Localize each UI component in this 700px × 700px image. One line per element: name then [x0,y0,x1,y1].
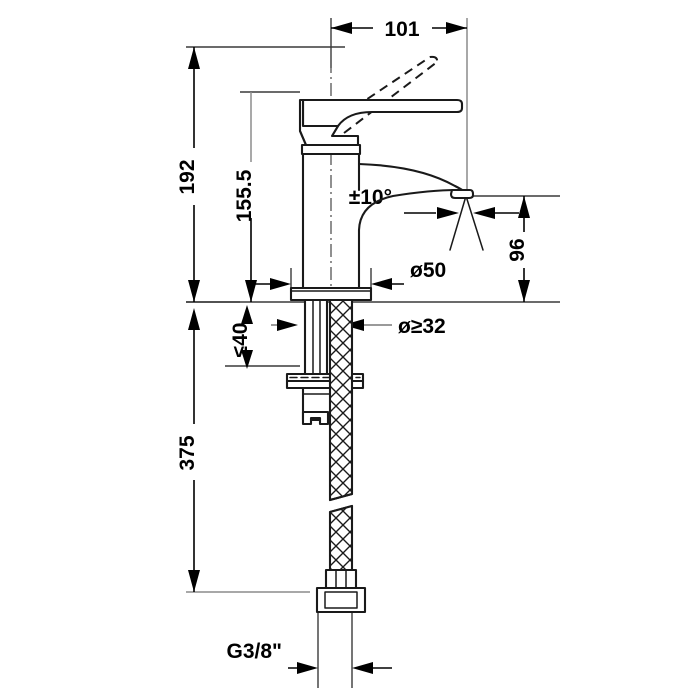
arrowhead-g38-right [352,662,373,674]
hidden-line-lever-lower [343,61,438,134]
dim-label-155-5: 155.5 [233,169,256,222]
arrowhead-96-top [518,196,530,218]
arrowhead-dia32-left [277,319,298,331]
dimension-max-40: ≤40 [229,305,253,369]
dimension-375: 375 [176,308,200,592]
connection-nut-g38 [315,586,367,614]
dimension-155-5: 155.5 [233,92,257,302]
arrowhead-angle-right [473,207,495,219]
dim-label-192: 192 [176,159,199,194]
arrowhead-192-top [188,47,200,69]
fixing-nut [301,386,335,426]
arrowhead-40-top [241,305,253,324]
arrowhead-155-bottom [245,280,257,302]
lever-handle [301,98,464,138]
dimension-thread-g38: G3/8" [227,640,392,674]
handle-collar-rect [300,143,362,156]
dim-label-angle-10: ±10° [349,186,392,209]
dim-label-96: 96 [506,238,529,261]
arrowhead-angle-left [437,207,459,219]
aerator-outlet [449,188,475,200]
arrowhead-101-left [331,22,352,34]
hidden-line-lever-tip [429,55,439,63]
dim-label-101: 101 [384,18,419,41]
arrowhead-192-bottom [188,280,200,302]
arrowhead-101-right [446,22,467,34]
body-right-lower-to-spout [357,188,459,290]
lever-open-position-outline [329,55,439,134]
hose-braid-upper [328,298,354,502]
escutcheon-base [289,286,373,302]
escutcheon-plate [289,286,373,302]
arrowhead-96-bottom [518,280,530,302]
dimension-angle-10: ±10° [349,186,519,251]
dim-label-thread-g38: G3/8" [227,640,282,663]
arrowhead-g38-left [297,662,318,674]
lever-handle-body [301,98,464,138]
dim-label-max-40: ≤40 [229,323,252,358]
fixing-nut-foot [301,410,330,426]
supply-hose-upper [328,298,354,502]
arrowhead-40-bottom [241,350,253,369]
arrowhead-375-bottom [188,570,200,592]
dimension-dia-50: ø50 [255,259,446,290]
hex-nut-inner-face [324,591,358,609]
arrowhead-dia50-right [371,278,392,290]
angle-ray-right [465,195,484,251]
dim-label-375: 375 [176,435,199,470]
arrowhead-dia50-left [270,278,291,290]
angle-ray-left [449,195,467,251]
dimension-96: 96 [506,196,530,302]
arrowhead-dia32-right [343,319,364,331]
supply-hose-lower [328,504,354,572]
dimension-dia-min-32: ø≥32 [271,315,446,338]
aerator-body [449,188,475,200]
dimension-192: 192 [176,47,200,302]
hose-braid-lower [328,504,354,572]
break-line-upper-edge [328,492,354,502]
dimension-101: 101 [331,18,467,41]
arrowhead-375-top [188,308,200,330]
hose-ferrule [324,568,358,590]
ferrule-body [324,568,358,590]
dim-label-dia-50: ø50 [410,259,446,282]
handle-collar [300,143,362,156]
dim-label-dia-min-32: ø≥32 [398,315,446,338]
